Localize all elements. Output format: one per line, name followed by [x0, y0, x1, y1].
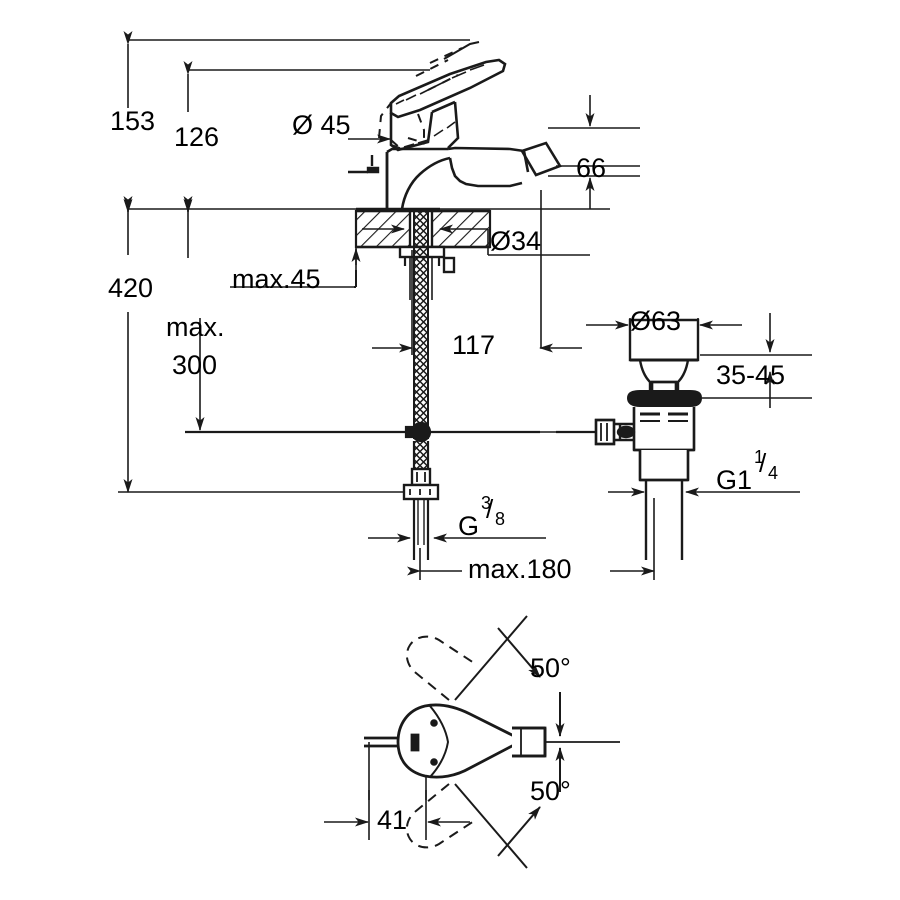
label-420: 420 — [108, 273, 154, 303]
label-d63: Ø63 — [630, 306, 682, 336]
label-g-3-8-main: G — [458, 511, 480, 541]
dim-max-180 — [407, 498, 655, 580]
dim-117 — [372, 190, 582, 355]
label-d45: Ø 45 — [292, 110, 351, 140]
dim-35-45 — [700, 313, 812, 408]
label-swivel-up: 50° — [530, 653, 571, 683]
label-d34: Ø34 — [490, 226, 542, 256]
label-66: 66 — [576, 153, 607, 183]
faucet-body-side — [356, 141, 562, 211]
label-126: 126 — [174, 122, 220, 152]
dim-420 — [118, 196, 420, 493]
shank-assembly — [398, 209, 456, 439]
label-153: 153 — [110, 106, 156, 136]
label-35-45: 35-45 — [716, 360, 786, 390]
label-max: max. — [166, 312, 225, 342]
fraction-3-8: 3/8 — [481, 493, 506, 529]
dim-max-45 — [230, 247, 361, 288]
lever-sweep-arc — [443, 41, 480, 60]
label-max-45: max.45 — [232, 264, 321, 294]
label-117: 117 — [452, 330, 496, 360]
label-max-180: max.180 — [468, 554, 572, 584]
dim-41 — [324, 742, 470, 840]
faucet-body-top-ghost — [405, 635, 475, 849]
supply-hose-lower — [402, 441, 440, 560]
dim-d34 — [362, 224, 590, 256]
swivel-leaders — [454, 615, 541, 869]
label-g1-1-4-main: G1 — [716, 465, 753, 495]
lift-rod — [348, 155, 380, 174]
label-max-300: 300 — [172, 350, 218, 380]
label-swivel-down: 50° — [530, 776, 571, 806]
dim-d63 — [586, 318, 742, 330]
lever-handle — [389, 58, 507, 152]
faucet-body-top — [364, 703, 620, 779]
lever-handle-ghost — [378, 47, 463, 149]
fraction-1-4: 1/4 — [754, 447, 779, 483]
popup-waste-assembly — [594, 318, 702, 560]
dim-66 — [548, 95, 640, 209]
dim-126 — [183, 61, 430, 213]
label-41: 41 — [377, 805, 408, 835]
